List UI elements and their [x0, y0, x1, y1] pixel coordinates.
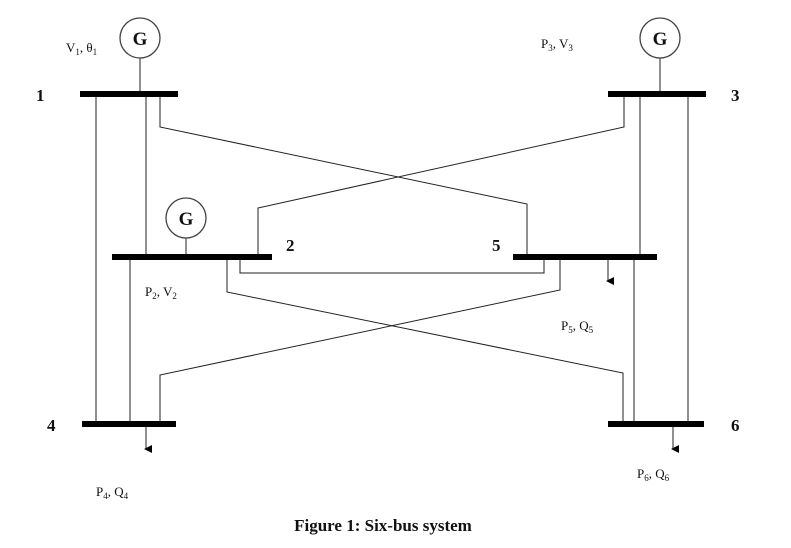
line-1-5 — [159, 97, 528, 257]
generator-2-circle — [165, 197, 207, 239]
bus-4-label: P4, Q4 — [96, 484, 129, 501]
generator-2: G — [165, 197, 207, 239]
bus-bar-5 — [513, 254, 657, 260]
bus-1-label: V1, θ1 — [66, 40, 97, 57]
bus-number-6: 6 — [731, 416, 740, 435]
bus-number-3: 3 — [731, 86, 740, 105]
bus-3-label: P3, V3 — [541, 36, 573, 53]
bus-number-5: 5 — [492, 236, 501, 255]
line-3-2 — [257, 97, 625, 257]
generator-3: G — [639, 17, 681, 59]
figure-caption: Figure 1: Six-bus system — [294, 516, 472, 535]
generator-1: G — [119, 17, 161, 59]
transmission-lines — [95, 97, 689, 423]
bus-number-2: 2 — [286, 236, 295, 255]
bus-number-1: 1 — [36, 86, 45, 105]
bus-2-label: P2, V2 — [145, 284, 177, 301]
generator-1-circle — [119, 17, 161, 59]
generator-3-symbol: G — [653, 29, 668, 50]
line-2-5 — [239, 260, 545, 274]
generator-2-symbol: G — [179, 209, 194, 230]
bus-number-4: 4 — [47, 416, 56, 435]
bus-bar-3 — [608, 91, 706, 97]
bus-bar-2 — [112, 254, 272, 260]
bus-5-label: P5, Q5 — [561, 318, 594, 335]
line-2-6 — [226, 260, 624, 423]
generator-1-symbol: G — [133, 29, 148, 50]
bus-bar-1 — [80, 91, 178, 97]
line-5-4 — [159, 260, 561, 423]
bus-bar-6 — [608, 421, 704, 427]
generator-3-circle — [639, 17, 681, 59]
bus-bar-4 — [82, 421, 176, 427]
bus-6-label: P6, Q6 — [637, 466, 670, 483]
